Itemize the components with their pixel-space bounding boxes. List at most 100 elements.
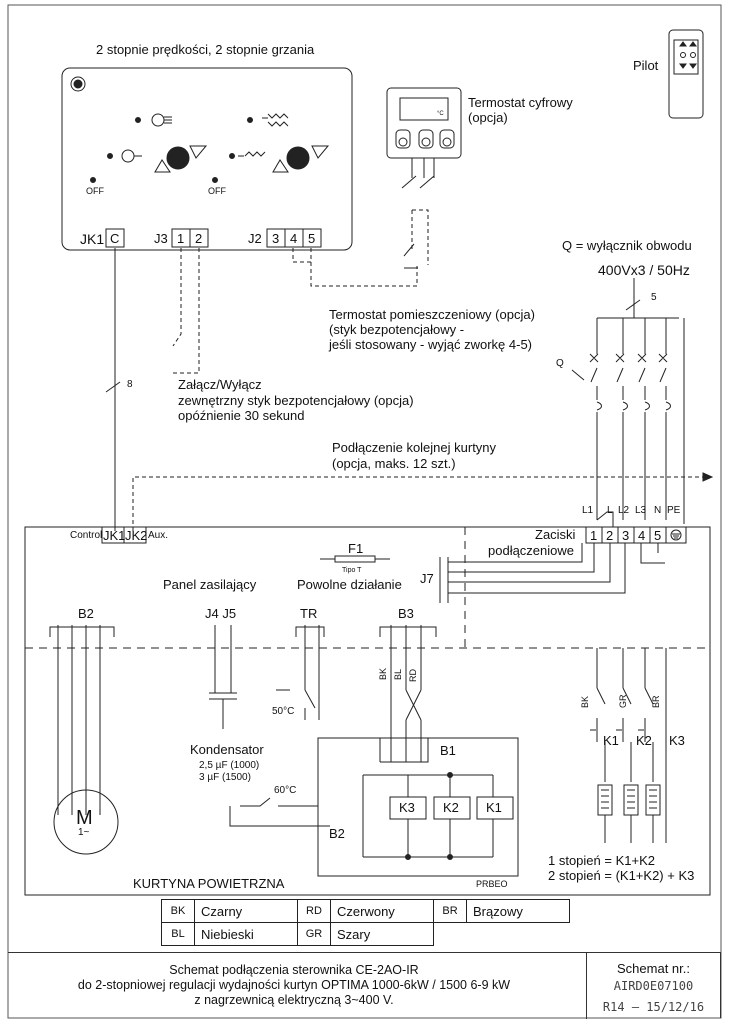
- b3-bl: BL: [393, 668, 403, 680]
- color-legend: BK Czarny RD Czerwony BR Brązowy BL Nieb…: [161, 899, 570, 946]
- onoff-line3: opóźnienie 30 sekund: [178, 408, 305, 423]
- schem-label: Schemat nr.:: [617, 961, 690, 976]
- room-thermostat-line2: (styk bezpotencjałowy -: [329, 322, 465, 337]
- terminal-2: 2: [606, 528, 614, 543]
- breaker-q: Q: [556, 358, 564, 369]
- remote-label: Pilot: [633, 58, 659, 73]
- schem-code: AIRD0E07100: [613, 979, 694, 993]
- heater-knob: [286, 146, 310, 170]
- legend-code: RD: [297, 899, 331, 923]
- capacitor-value-2: 3 µF (1500): [199, 772, 251, 783]
- terminal-top-pe: PE: [667, 505, 681, 516]
- legend-name: Szary: [330, 922, 434, 946]
- thermostat-digital-line1: Termostat cyfrowy: [468, 95, 573, 110]
- thermostat-digital-line2: (opcja): [468, 110, 508, 125]
- legend-code: BR: [433, 899, 467, 923]
- cable-count: 8: [127, 379, 133, 390]
- motor-icon: [53, 789, 119, 855]
- title-line-3: z nagrzewnicą elektryczną 3~400 V.: [194, 993, 394, 1007]
- b3-bk: BK: [378, 667, 388, 680]
- stage-1: 1 stopień = K1+K2: [548, 853, 655, 868]
- onoff-line1: Załącz/Wyłącz: [178, 377, 262, 392]
- relay-k3: K3: [669, 733, 685, 748]
- relay-wire-br: BR: [651, 695, 661, 708]
- control-label: Control: [70, 530, 103, 541]
- curtain-title: KURTYNA POWIETRZNA: [133, 876, 285, 891]
- motor-sub: 1~: [78, 827, 90, 838]
- jk1-label: JK1: [80, 231, 105, 247]
- legend-empty: [434, 923, 467, 946]
- title-line-2: do 2-stopniowej regulacji wydajności kur…: [77, 978, 511, 992]
- curtain-jk2: JK2: [125, 528, 148, 543]
- title-block: Schemat podłączenia sterownika CE-2AO-IR…: [8, 952, 721, 1019]
- heater-off-label: OFF: [208, 186, 226, 196]
- aux-label: Aux.: [148, 530, 169, 541]
- j3-label: J3: [154, 231, 168, 246]
- terminals-label-1: Zaciski: [535, 527, 576, 542]
- schem-revision: R14 — 15/12/16: [602, 1000, 705, 1014]
- title-description: Schemat podłączenia sterownika CE-2AO-IR…: [8, 963, 580, 1008]
- title-line-1: Schemat podłączenia sterownika CE-2AO-IR: [169, 963, 419, 977]
- breaker-wires: 5: [651, 292, 657, 303]
- legend-code: GR: [297, 922, 331, 946]
- supply-label: 400Vx3 / 50Hz: [598, 262, 690, 278]
- kondensator-label: Kondensator: [190, 742, 264, 757]
- controller-box: [61, 67, 353, 251]
- f1-label: F1: [348, 541, 364, 556]
- motor-symbol: M: [76, 807, 93, 829]
- legend-name: Czarny: [194, 899, 298, 923]
- terminal-top-l1: L1: [582, 505, 594, 516]
- slow-label: Powolne działanie: [297, 577, 402, 592]
- terminal-top-l2: L2: [618, 505, 630, 516]
- terminal-c: C: [110, 231, 120, 246]
- legend-code: BK: [161, 899, 195, 923]
- breaker-label: Q = wyłącznik obwodu: [562, 238, 692, 253]
- panel-label: Panel zasilający: [163, 577, 257, 592]
- legend-name: Niebieski: [194, 922, 298, 946]
- legend-name: Brązowy: [466, 899, 570, 923]
- j2-terminal-3: 3: [272, 231, 280, 246]
- j4j5-label: J4 J5: [205, 606, 237, 621]
- heater-high-icon: [262, 113, 289, 127]
- title-divider: [586, 953, 587, 1019]
- b2-inner-label: B2: [329, 826, 345, 841]
- j7-label: J7: [420, 571, 434, 586]
- fan-off-label: OFF: [86, 186, 104, 196]
- fan-high-icon: [151, 113, 165, 127]
- relay-wire-bk: BK: [580, 695, 590, 708]
- b3-label: B3: [398, 606, 414, 621]
- f1-type: Tipo T: [342, 567, 362, 574]
- relay-wire-gr: GR: [618, 694, 628, 709]
- terminals-label-2: podłączeniowe: [488, 543, 575, 558]
- legend-name: Czerwony: [330, 899, 434, 923]
- next-curtain-line1: Podłączenie kolejnej kurtyny: [332, 440, 497, 455]
- heater-k3: K3: [399, 800, 415, 815]
- j2-terminal-5: 5: [308, 231, 316, 246]
- legend-empty: [467, 923, 570, 946]
- terminal-top-l: L: [607, 505, 613, 516]
- terminal-3: 3: [622, 528, 630, 543]
- heater-k2: K2: [443, 800, 459, 815]
- b1-label: B1: [440, 743, 456, 758]
- terminal-top-l3: L3: [635, 505, 647, 516]
- next-curtain-line2: (opcja, maks. 12 szt.): [332, 456, 456, 471]
- room-thermostat-line3: jeśli stosowany - wyjąć zworkę 4-5): [329, 337, 533, 352]
- b2-label: B2: [78, 606, 94, 621]
- fan-knob: [166, 146, 190, 170]
- ground-icon: [670, 529, 682, 541]
- onoff-line2: zewnętrzny styk bezpotencjałowy (opcja): [178, 393, 414, 408]
- fan-low-icon: [121, 149, 135, 163]
- j2-label: J2: [248, 231, 262, 246]
- j3-terminal-2: 2: [195, 231, 203, 246]
- stage-2: 2 stopień = (K1+K2) + K3: [548, 868, 695, 883]
- curtain-box: [24, 526, 711, 896]
- prbeo-label: PRBEO: [476, 879, 508, 889]
- terminal-4: 4: [638, 528, 646, 543]
- heater-k1: K1: [486, 800, 502, 815]
- thermostat-digital-unit: °C: [437, 111, 444, 117]
- controller-title: 2 stopnie prędkości, 2 stopnie grzania: [96, 42, 315, 57]
- j3-terminal-1: 1: [177, 231, 185, 246]
- legend-row: BL Niebieski GR Szary: [161, 922, 570, 946]
- room-thermostat-line1: Termostat pomieszczeniowy (opcja): [329, 307, 535, 322]
